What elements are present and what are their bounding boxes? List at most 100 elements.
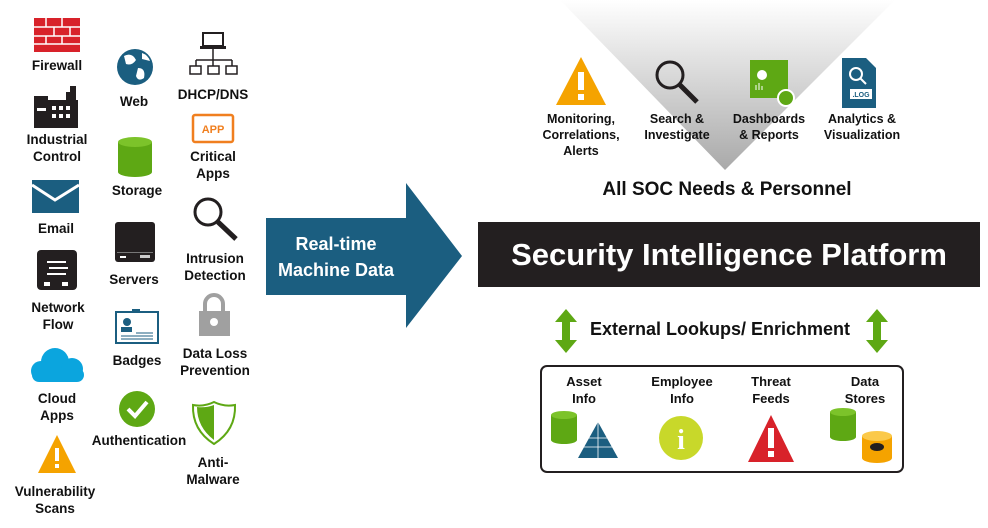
info-icon: i: [659, 416, 703, 460]
source-dhcp-dns: DHCP/DNS: [178, 86, 249, 103]
source-label: Email: [37, 221, 75, 236]
machine-data-arrow: [266, 183, 462, 328]
source-label: Industrial: [26, 132, 88, 147]
data-store-icon: [830, 408, 892, 463]
alert-triangle-icon: [748, 415, 794, 462]
soc-label: Search &: [649, 112, 705, 126]
soc-item-dashboards: Dashboards & Reports: [733, 111, 805, 143]
warning-icon: [38, 435, 76, 473]
database-pyramid-icon: [551, 411, 618, 458]
source-label: Control: [32, 149, 81, 164]
lookup-label: Stores: [844, 391, 886, 406]
platform-banner: Security Intelligence Platform: [478, 222, 980, 287]
soc-label: Alerts: [563, 144, 599, 158]
lookups-title: External Lookups/ Enrichment: [589, 319, 851, 339]
magnifier-icon: [655, 60, 699, 104]
dashboard-icon: [750, 60, 795, 107]
envelope-icon: [31, 180, 80, 213]
source-label: Prevention: [180, 363, 250, 378]
source-label: Network: [31, 300, 85, 315]
source-label: Vulnerability: [14, 484, 96, 499]
source-badges: Badges: [113, 352, 162, 369]
lookup-box: [540, 365, 904, 473]
source-email: Email: [38, 220, 74, 237]
arrow-line: Real-time: [295, 234, 377, 254]
source-servers: Servers: [109, 271, 159, 288]
machine-data-label: Real-time Machine Data: [266, 231, 406, 283]
svg-text:i: i: [677, 425, 685, 456]
source-label: Firewall: [31, 58, 83, 73]
network-switch-icon: [37, 250, 77, 290]
soc-label: Visualization: [823, 128, 901, 142]
network-tree-icon: [189, 32, 238, 75]
source-label: Data Loss: [182, 346, 248, 361]
lookup-label: Info: [670, 391, 694, 406]
checkmark-icon: [119, 391, 155, 427]
source-label: Scans: [35, 501, 75, 516]
source-label: Apps: [40, 408, 74, 423]
soc-label: Dashboards: [732, 112, 806, 126]
source-anti-malware: Anti- Malware: [186, 454, 239, 488]
warning-icon: [556, 57, 606, 105]
svg-text:APP: APP: [202, 124, 225, 136]
source-label: Detection: [184, 268, 246, 283]
soc-title: All SOC Needs & Personnel: [602, 179, 852, 200]
source-label: Authentication: [91, 433, 187, 448]
source-authentication: Authentication: [92, 432, 187, 449]
source-label: DHCP/DNS: [177, 87, 249, 102]
soc-label: Monitoring,: [546, 112, 616, 126]
lock-icon: [199, 293, 230, 336]
arrow-line: Machine Data: [277, 260, 395, 280]
source-label: Critical: [190, 149, 236, 164]
soc-label: & Reports: [739, 128, 799, 142]
soc-label: Analytics &: [827, 112, 897, 126]
double-arrow-icon: [866, 309, 888, 353]
source-label: Cloud: [37, 391, 77, 406]
source-label: Storage: [111, 183, 163, 198]
soc-item-monitoring: Monitoring, Correlations, Alerts: [542, 111, 619, 159]
factory-icon: [34, 86, 78, 128]
magnifier-icon: [193, 197, 238, 241]
source-icons: APP: [31, 18, 238, 473]
shield-icon: [191, 400, 237, 446]
svg-text:.LOG: .LOG: [852, 92, 870, 99]
lookup-label: Employee: [651, 374, 713, 389]
source-label: Anti-: [197, 455, 229, 470]
source-label: Flow: [42, 317, 74, 332]
lookup-label: Data: [850, 374, 880, 389]
source-storage: Storage: [112, 182, 162, 199]
source-firewall: Firewall: [32, 57, 82, 74]
source-label: Intrusion: [186, 251, 244, 266]
lookup-label: Feeds: [752, 391, 790, 406]
double-arrow-icon: [555, 309, 577, 353]
lookup-label: Info: [572, 391, 596, 406]
source-label: Servers: [109, 272, 159, 287]
globe-icon: [117, 49, 153, 85]
cloud-icon: [31, 348, 84, 382]
badge-icon: [115, 309, 159, 344]
soc-item-search: Search & Investigate: [644, 111, 709, 143]
source-label: Malware: [186, 472, 240, 487]
log-file-icon: .LOG: [842, 58, 876, 108]
source-label: Web: [119, 94, 149, 109]
app-icon: APP: [191, 113, 235, 144]
soc-label: Correlations,: [542, 128, 620, 142]
soc-item-analytics: Analytics & Visualization: [824, 111, 900, 143]
lookup-label: Asset: [566, 374, 602, 389]
source-label: Apps: [196, 166, 230, 181]
database-icon: [118, 137, 152, 177]
soc-label: Investigate: [644, 128, 710, 142]
